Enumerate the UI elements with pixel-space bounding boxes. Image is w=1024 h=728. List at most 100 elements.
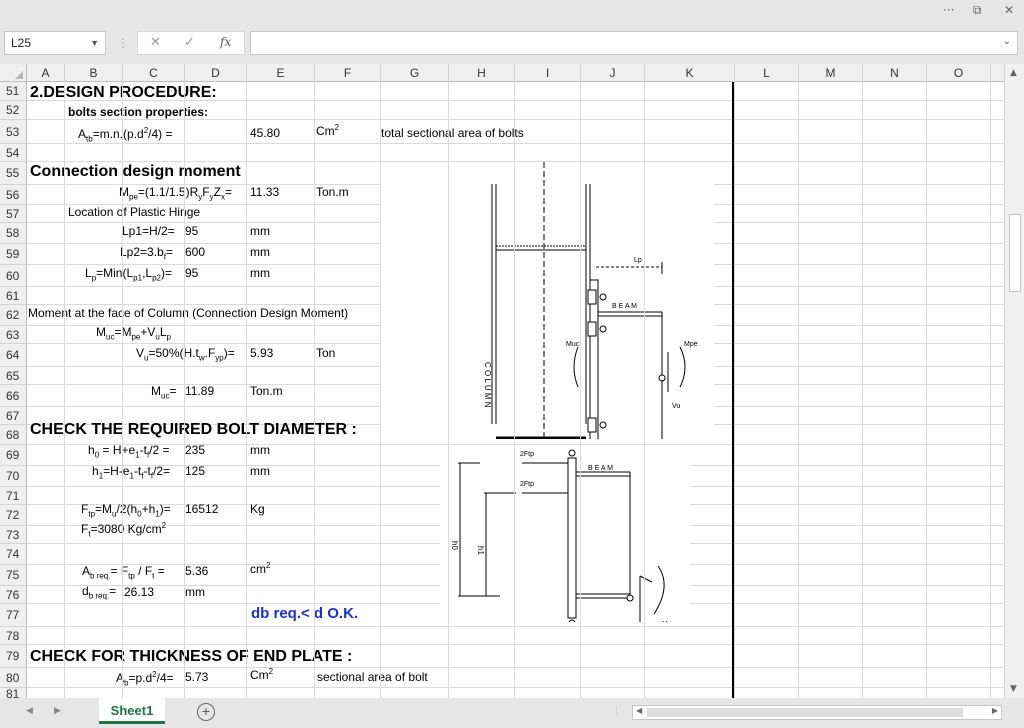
scroll-down-icon[interactable]: ▼ [1010, 684, 1017, 694]
cell-c76[interactable]: 26.13 [124, 585, 155, 599]
column-header-n[interactable]: N [863, 64, 927, 82]
cell-e64[interactable]: 5.93 [250, 346, 274, 360]
column-header-d[interactable]: D [185, 64, 247, 82]
formula-input[interactable]: ⌄ [250, 31, 1018, 55]
cell-b52[interactable]: bolts section properties: [68, 105, 209, 119]
cell-e80[interactable]: Cm2 [250, 667, 274, 682]
cell-d66[interactable]: 11.89 [185, 384, 215, 398]
cell-c64[interactable]: Vu=50%(H.tw.Fyp)= [136, 346, 235, 363]
row-header-66[interactable]: 66 [0, 385, 27, 407]
cell-e69[interactable]: mm [250, 443, 270, 457]
cell-f64[interactable]: Ton [316, 346, 336, 360]
cell-b70[interactable]: h1=H-e1-tf-tf/2= [92, 464, 171, 481]
column-header-j[interactable]: J [581, 64, 645, 82]
cell-e72[interactable]: Kg [250, 502, 265, 516]
cell-c80[interactable]: Ab=p.d2/4= [116, 670, 174, 688]
cell-a68[interactable]: CHECK THE REQUIRED BOLT DIAMETER : [30, 421, 357, 438]
cell-a51[interactable]: 2.DESIGN PROCEDURE: [30, 84, 217, 101]
column-header-c[interactable]: C [123, 64, 185, 82]
cell-b72[interactable]: Ftp=Mu/2(h0+h1)= [81, 502, 171, 519]
cell-c56[interactable]: Mpe=(1.1/1.5)RyFyZx= [119, 185, 232, 202]
column-header-g[interactable]: G [381, 64, 449, 82]
sheet-next-icon[interactable]: ▶ [54, 706, 61, 716]
cell-e59[interactable]: mm [250, 245, 270, 259]
cell-e56[interactable]: 11.33 [250, 185, 280, 199]
cell-c66[interactable]: Muc= [151, 384, 177, 401]
cell-e60[interactable]: mm [250, 266, 270, 280]
row-header-70[interactable]: 70 [0, 466, 27, 487]
row-header-68[interactable]: 68 [0, 425, 27, 445]
column-header-b[interactable]: B [65, 64, 123, 82]
cell-d59[interactable]: 600 [185, 245, 206, 259]
row-header-61[interactable]: 61 [0, 287, 27, 305]
cell-e75[interactable]: cm2 [250, 561, 271, 576]
cell-d76[interactable]: mm [185, 585, 205, 599]
cell-b75[interactable]: Ab req.= Ftp / Ft = [82, 564, 165, 581]
cell-b69[interactable]: h0 = H+e1-tf/2 = [88, 443, 170, 460]
sheet-prev-icon[interactable]: ◀ [26, 706, 33, 716]
column-header-f[interactable]: F [315, 64, 381, 82]
row-header-71[interactable]: 71 [0, 487, 27, 505]
column-header-e[interactable]: E [247, 64, 315, 82]
enter-check-icon[interactable]: ✓ [184, 35, 195, 50]
cell-a79[interactable]: CHECK FOR THICKNESS OF END PLATE : [30, 648, 353, 665]
column-header-m[interactable]: M [799, 64, 863, 82]
cell-d69[interactable]: 235 [185, 443, 206, 457]
add-sheet-icon[interactable]: + [197, 703, 215, 721]
cell-c59[interactable]: Lp2=3.bf= [120, 245, 173, 262]
cell-d72[interactable]: 16512 [185, 502, 219, 516]
row-header-80[interactable]: 80 [0, 668, 27, 688]
cell-a62[interactable]: Moment at the face of Column (Connection… [28, 306, 349, 320]
cell-b57[interactable]: Location of Plastic Hinge [68, 205, 201, 219]
row-header-65[interactable]: 65 [0, 367, 27, 385]
scroll-left-icon[interactable]: ◀ [636, 706, 643, 715]
select-all-button[interactable] [0, 64, 27, 82]
row-header-52[interactable]: 52 [0, 101, 27, 120]
cell-f80[interactable]: sectional area of bolt [317, 670, 428, 684]
cell-b53[interactable]: Atb=m.n.(p.d2/4) = [78, 126, 173, 144]
cell-e77[interactable]: db req.< d O.K. [251, 605, 359, 622]
row-header-64[interactable]: 64 [0, 344, 27, 367]
column-header-a[interactable]: A [27, 64, 65, 82]
close-window-icon[interactable]: ✕ [1004, 3, 1015, 17]
row-header-76[interactable]: 76 [0, 586, 27, 604]
row-header-58[interactable]: 58 [0, 223, 27, 244]
cell-f56[interactable]: Ton.m [316, 185, 349, 199]
insert-function-icon[interactable]: fx [220, 35, 232, 49]
row-header-78[interactable]: 78 [0, 627, 27, 645]
row-header-75[interactable]: 75 [0, 565, 27, 586]
row-header-73[interactable]: 73 [0, 526, 27, 544]
connection-drawing-elevation[interactable]: C O L U M N B E A M Lp Muc Mpe Vu [380, 162, 714, 439]
cell-g53[interactable]: total sectional area of bolts [381, 126, 524, 140]
more-options-icon[interactable]: ··· [943, 3, 955, 17]
cell-e53[interactable]: 45.80 [250, 126, 281, 140]
cell-e58[interactable]: mm [250, 224, 270, 238]
cell-e70[interactable]: mm [250, 464, 270, 478]
row-header-77[interactable]: 77 [0, 604, 27, 627]
cell-b63[interactable]: Muc=Mpe+VuLp [96, 325, 171, 342]
column-header-i[interactable]: I [515, 64, 581, 82]
cell-d60[interactable]: 95 [185, 266, 199, 280]
vertical-scroll-thumb[interactable] [1009, 214, 1021, 292]
horizontal-scrollbar[interactable]: ◀ ▶ [632, 705, 1002, 720]
cell-c60[interactable]: Lp=Min(Lp1,Lp2)= [85, 266, 172, 283]
cell-e66[interactable]: Ton.m [250, 384, 283, 398]
bolt-force-drawing[interactable]: 2Ftp 2Ftp B E A M h0 h1 V Mu [440, 446, 690, 622]
cell-d80[interactable]: 5.73 [185, 670, 209, 684]
row-header-79[interactable]: 79 [0, 645, 27, 668]
cell-d75[interactable]: 5.36 [185, 564, 209, 578]
cell-f53[interactable]: Cm2 [316, 123, 340, 138]
row-header-69[interactable]: 69 [0, 445, 27, 466]
column-header-k[interactable]: K [645, 64, 735, 82]
scroll-up-icon[interactable]: ▲ [1010, 68, 1017, 78]
column-header-o[interactable]: O [927, 64, 991, 82]
cell-b76[interactable]: db req.= [82, 584, 117, 601]
name-box[interactable]: L25 ▼ [4, 31, 106, 55]
cell-c58[interactable]: Lp1=H/2= [122, 224, 175, 238]
row-header-62[interactable]: 62 [0, 305, 27, 326]
row-header-81[interactable]: 81 [0, 688, 27, 698]
cell-b73[interactable]: Ft=3080 Kg/cm2 [81, 521, 167, 539]
row-header-56[interactable]: 56 [0, 185, 27, 205]
sheet-tab-sheet1[interactable]: Sheet1 [99, 698, 165, 724]
